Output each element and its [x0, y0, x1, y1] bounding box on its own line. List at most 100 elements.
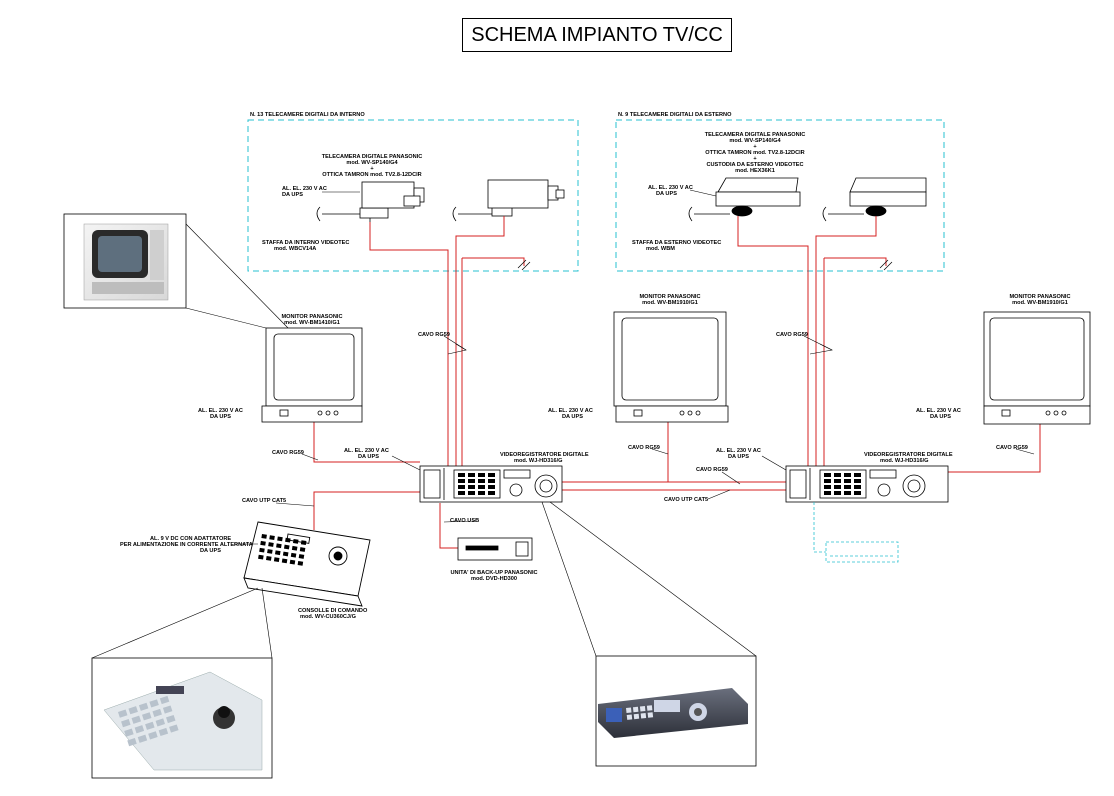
- monitor-3-label-1: MONITOR PANASONIC: [1009, 294, 1070, 300]
- indoor-bracket-1: STAFFA DA INTERNO VIDEOTEC: [262, 240, 349, 246]
- recorder-1-keypad: [458, 473, 495, 495]
- console-key: [282, 551, 289, 557]
- recorder-2-key: [834, 479, 841, 483]
- recorder-1-key: [458, 473, 465, 477]
- recorder-2-key: [824, 479, 831, 483]
- recorder-1-label-2: mod. WJ-HD316/G: [514, 458, 563, 464]
- console-key: [273, 557, 280, 562]
- console-photo-key: [124, 728, 134, 737]
- monitor-1: [261, 327, 363, 423]
- recorder-photo-key: [626, 714, 633, 720]
- recorder-1-key: [458, 479, 465, 483]
- monitor-3-label-2: mod. WV-BM1910/G1: [1012, 300, 1068, 306]
- console-key: [285, 537, 291, 543]
- diagram-title: SCHEMA IMPIANTO TV/CC: [462, 18, 732, 52]
- outdoor-camera-power-2: DA UPS: [656, 191, 677, 197]
- recorder-photo-keys: [625, 705, 654, 720]
- console-key: [274, 550, 281, 556]
- recorder-2-key: [834, 491, 841, 495]
- outdoor-camera-model-4: OTTICA TAMRON mod. TV2.8-12DCIR: [705, 150, 804, 156]
- recorder-2-backup-dashed: [813, 502, 899, 563]
- console-key: [259, 547, 265, 553]
- recorder-1-power-1: AL. EL. 230 V AC: [344, 448, 389, 454]
- indoor-camera-model-4: OTTICA TAMRON mod. TV2.8-12DCIR: [322, 172, 421, 178]
- console-key: [299, 547, 306, 552]
- console-key: [268, 542, 274, 547]
- indoor-camera-model-1: TELECAMERA DIGITALE PANASONIC: [322, 154, 423, 160]
- indoor-camera-power-1: AL. EL. 230 V AC: [282, 186, 327, 192]
- cable-label-utp-link: CAVO UTP CAT5: [664, 497, 708, 503]
- console-photo-key: [121, 719, 131, 728]
- indoor-camera-model-2: mod. WV-SP140/G4: [346, 160, 398, 166]
- recorder-2-key: [844, 473, 851, 477]
- recorder-1-key: [478, 479, 485, 483]
- outdoor-camera-model-7: mod. HEX36K1: [735, 168, 775, 174]
- recorder-2-key: [834, 473, 841, 477]
- console-label-1: CONSOLLE DI COMANDO: [298, 608, 368, 614]
- recorder-2: [785, 465, 949, 503]
- console-key: [277, 536, 283, 542]
- console-photo-key: [152, 708, 162, 718]
- recorder-2-keypad: [824, 473, 861, 495]
- outdoor-bracket-2: mod. WBM: [646, 246, 675, 252]
- recorder-photo-key: [633, 713, 640, 720]
- monitor-1-power-1: AL. EL. 230 V AC: [198, 408, 243, 414]
- outdoor-zone-header: N. 9 TELECAMERE DIGITALI DA ESTERNO: [618, 112, 732, 118]
- recorder-1-key: [488, 491, 495, 495]
- console-photo-key: [166, 714, 176, 724]
- console-key: [265, 555, 272, 561]
- recorder-photo-key: [647, 712, 654, 718]
- console-power-1: AL. 9 V DC CON ADATTATORE: [150, 536, 231, 542]
- console-key: [260, 540, 266, 546]
- cable-label-rg59-monitor2: CAVO RG59: [628, 445, 660, 451]
- recorder-photo-key: [625, 707, 632, 713]
- monitor-2-label-2: mod. WV-BM1910/G1: [642, 300, 698, 306]
- console-key: [300, 540, 307, 545]
- indoor-camera-model-3: +: [370, 166, 374, 172]
- recorder-1-key: [478, 485, 485, 489]
- recorder-2-key: [824, 485, 831, 489]
- recorder-2-key: [834, 485, 841, 489]
- recorder-1-key: [468, 473, 475, 477]
- monitor-1-label-1: MONITOR PANASONIC: [281, 314, 342, 320]
- outdoor-camera-model-1: TELECAMERA DIGITALE PANASONIC: [705, 132, 806, 138]
- recorder-1-label-1: VIDEOREGISTRATORE DIGITALE: [500, 452, 589, 458]
- cable-label-utp-console: CAVO UTP CAT5: [242, 498, 286, 504]
- console-photo-key: [138, 702, 149, 711]
- cable-label-usb: CAVO USB: [450, 518, 479, 524]
- outdoor-camera-2: [822, 177, 927, 222]
- recorder-2-key: [854, 479, 861, 483]
- recorder-1-key: [478, 473, 485, 477]
- monitor-2-power-2: DA UPS: [562, 414, 583, 420]
- console-photo-key: [158, 727, 169, 737]
- monitor-2-label-1: MONITOR PANASONIC: [639, 294, 700, 300]
- recorder-1-key: [458, 485, 465, 489]
- recorder-2-key: [824, 491, 831, 495]
- console-photo-key: [149, 699, 159, 708]
- console-key: [261, 534, 267, 539]
- recorder-photo-key: [646, 705, 653, 711]
- recorder-1-key: [478, 491, 485, 495]
- cable-label-rg59-monitor3: CAVO RG59: [996, 445, 1028, 451]
- console-photo-key: [155, 718, 166, 727]
- console-photo-key: [137, 734, 148, 743]
- console-key: [290, 552, 297, 558]
- recorder-1-key: [488, 485, 495, 489]
- recorder-2-key: [844, 485, 851, 489]
- console-key: [298, 554, 305, 559]
- console-photo-key: [162, 705, 173, 714]
- console-key: [269, 535, 275, 540]
- recorder-photo: [595, 655, 757, 767]
- cable-label-rg59-outdoor: CAVO RG59: [776, 332, 808, 338]
- recorder-2-label-1: VIDEOREGISTRATORE DIGITALE: [864, 452, 953, 458]
- recorder-1-key: [488, 473, 495, 477]
- cable-label-rg59-link: CAVO RG59: [696, 467, 728, 473]
- console-photo: [91, 657, 273, 779]
- recorder-2-key: [854, 491, 861, 495]
- outdoor-camera-power-1: AL. EL. 230 V AC: [648, 185, 693, 191]
- outdoor-camera-model-2: mod. WV-SP140/G4: [729, 138, 781, 144]
- outdoor-camera-model-5: +: [753, 156, 757, 162]
- recorder-2-label-2: mod. WJ-HD316/G: [880, 458, 929, 464]
